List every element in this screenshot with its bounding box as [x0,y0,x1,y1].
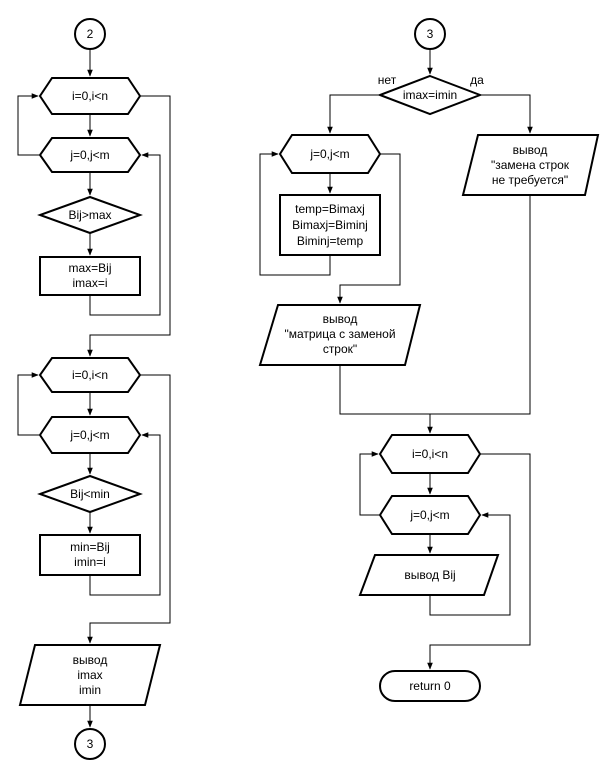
assign-min-block: min=Bij imin=i [39,534,141,576]
swap-line-3: Biminj=temp [297,234,364,248]
assign-min-line-2: imin=i [74,555,106,569]
loop-j-print: j=0,j<m [378,495,482,535]
assign-max-line-1: max=Bij [68,261,111,275]
output-left-line-1: вывод [73,653,108,667]
branch-yes-label: да [470,73,484,87]
left-flow: 2 i=0,i<n j=0,j<m Bij>max max=Bij imax=i [17,18,171,760]
swap-line-2: Bimaxj=Biminj [292,218,368,232]
output-left-line-3: imin [79,683,101,697]
loop-j-min-label: j=0,j<m [69,428,109,442]
connector-3-bottom: 3 [74,728,106,760]
loop-i-max: i=0,i<n [38,77,142,115]
condition-bij-greater-max: Bij>max [37,195,143,235]
output-no-swap-line-2: "замена строк [491,158,570,172]
assign-max-line-2: imax=i [72,276,107,290]
output-no-swap-line-3: не требуется" [492,173,568,187]
assign-min-line-1: min=Bij [70,540,110,554]
connector-2-top: 2 [74,18,106,50]
connector-label: 3 [427,27,434,41]
terminator-label: return 0 [409,679,451,693]
branch-no-label: нет [378,73,397,87]
loop-j-swap-label: j=0,j<m [309,147,349,161]
loop-j-max: j=0,j<m [38,137,142,173]
output-bij: вывод Bij [358,554,500,596]
condition-imax-equals-imin: imax=imin [377,74,483,116]
condition-bij-less-min: Bij<min [37,474,143,514]
loop-j-print-label: j=0,j<m [409,508,449,522]
swap-line-1: temp=Bimaxj [295,202,365,216]
swap-rows-block: temp=Bimaxj Bimaxj=Biminj Biminj=temp [279,194,381,256]
output-imax-imin: вывод imax imin [18,644,162,706]
output-swapped-line-2: "матрица с заменой [284,327,395,341]
loop-j-max-label: j=0,j<m [69,148,109,162]
output-left-line-2: imax [77,668,102,682]
connector-3-top: 3 [414,18,446,50]
right-flow: 3 imax=imin нет да вывод "замена строк н… [258,18,600,702]
loop-i-min: i=0,i<n [38,357,142,393]
output-no-swap-line-1: вывод [513,143,548,157]
condition-max-label: Bij>max [68,208,111,222]
output-swapped-line-3: строк" [323,342,357,356]
loop-j-swap: j=0,j<m [278,134,382,174]
output-swapped-line-1: вывод [323,312,358,326]
loop-i-print-label: i=0,i<n [412,447,448,461]
loop-i-max-label: i=0,i<n [72,89,108,103]
loop-j-min: j=0,j<m [38,416,142,454]
output-bij-label: вывод Bij [404,568,455,582]
terminator-return: return 0 [379,670,481,702]
assign-max-block: max=Bij imax=i [39,256,141,296]
condition-min-label: Bij<min [70,487,110,501]
connector-label: 2 [87,27,94,41]
connector-label: 3 [87,737,94,751]
condition-equal-label: imax=imin [403,88,457,102]
output-no-swap-needed: вывод "замена строк не требуется" [461,134,600,196]
loop-i-print: i=0,i<n [378,434,482,474]
loop-i-min-label: i=0,i<n [72,368,108,382]
output-swapped-matrix: вывод "матрица с заменой строк" [258,304,422,366]
